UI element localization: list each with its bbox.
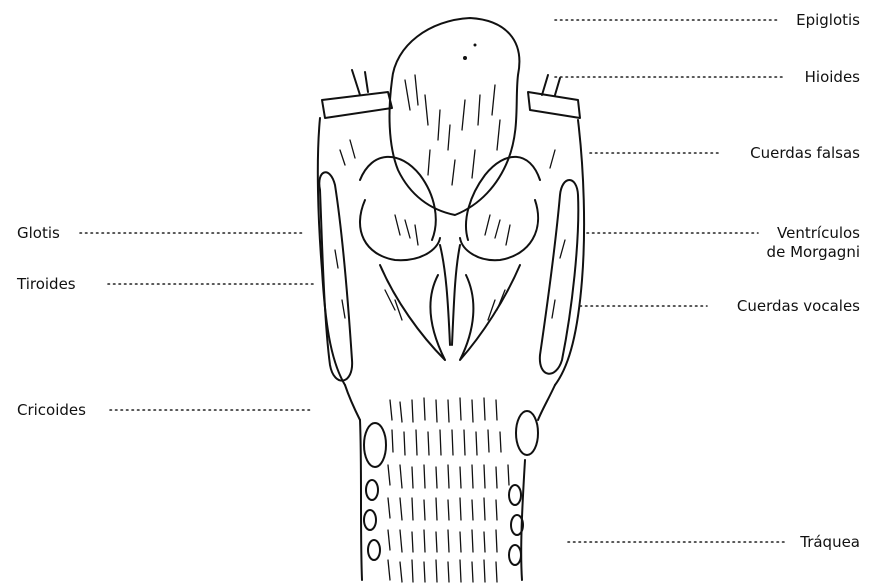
hyoid-right (528, 92, 580, 118)
label-tiroides: Tiroides (17, 275, 76, 293)
epiglottis-shape (390, 18, 520, 215)
label-cuerdas-falsas: Cuerdas falsas (750, 144, 860, 162)
vocal-cord-left (380, 265, 445, 360)
label-ventriculos-line2: de Morgagni (767, 243, 860, 261)
glottis-slit (440, 245, 460, 345)
label-cricoides: Cricoides (17, 401, 86, 419)
cricoid-left (364, 423, 386, 467)
ventricle-left (360, 200, 440, 260)
label-traquea: Tráquea (800, 533, 860, 551)
cricoid-right (516, 411, 538, 455)
label-ventriculos-line1: Ventrículos (777, 224, 860, 242)
label-epiglotis: Epiglotis (796, 11, 860, 29)
hyoid-left (322, 92, 392, 118)
label-cuerdas-vocales: Cuerdas vocales (737, 297, 860, 315)
label-glotis: Glotis (17, 224, 60, 242)
ventricle-right (460, 200, 538, 260)
label-hioides: Hioides (805, 68, 860, 86)
left-oblong (319, 172, 352, 380)
trachea-left (360, 420, 362, 580)
thyroid-right (555, 120, 584, 385)
